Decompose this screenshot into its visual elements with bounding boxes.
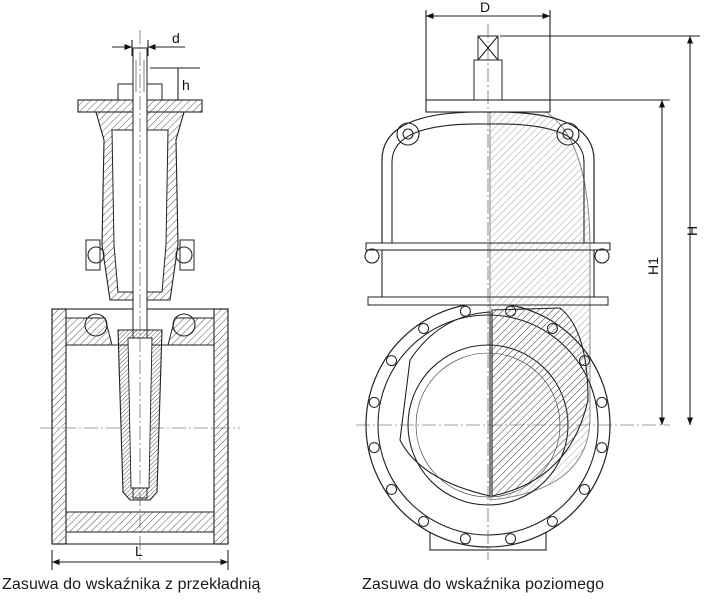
bolt-hole: [418, 516, 430, 527]
bolt-hole: [596, 442, 608, 454]
bolt-hole: [368, 442, 380, 454]
bolt-hole: [368, 396, 380, 408]
right-valve-drawing: [356, 10, 700, 560]
bolt-hole: [386, 483, 397, 495]
left-valve-drawing: [40, 30, 240, 570]
bolt-hole: [505, 533, 517, 545]
bolt-hole: [546, 516, 558, 527]
bolt-hole: [386, 355, 397, 367]
bolt-hole: [596, 396, 608, 408]
bolt-hole: [459, 305, 471, 317]
bolt-hole: [459, 533, 471, 545]
dim-label-d: d: [172, 30, 180, 46]
caption-right: Zasuwa do wskaźnika poziomego: [362, 576, 605, 593]
dim-label-l: L: [135, 543, 143, 559]
dim-label-d-upper: D: [480, 0, 490, 15]
dim-label-h: h: [182, 77, 190, 93]
caption-left: Zasuwa do wskaźnika z przekładnią: [2, 576, 261, 593]
bolt-hole: [418, 323, 430, 334]
bolt-hole: [579, 483, 590, 495]
dim-label-h1: H1: [645, 257, 661, 275]
dim-label-h-upper: H: [684, 226, 700, 236]
